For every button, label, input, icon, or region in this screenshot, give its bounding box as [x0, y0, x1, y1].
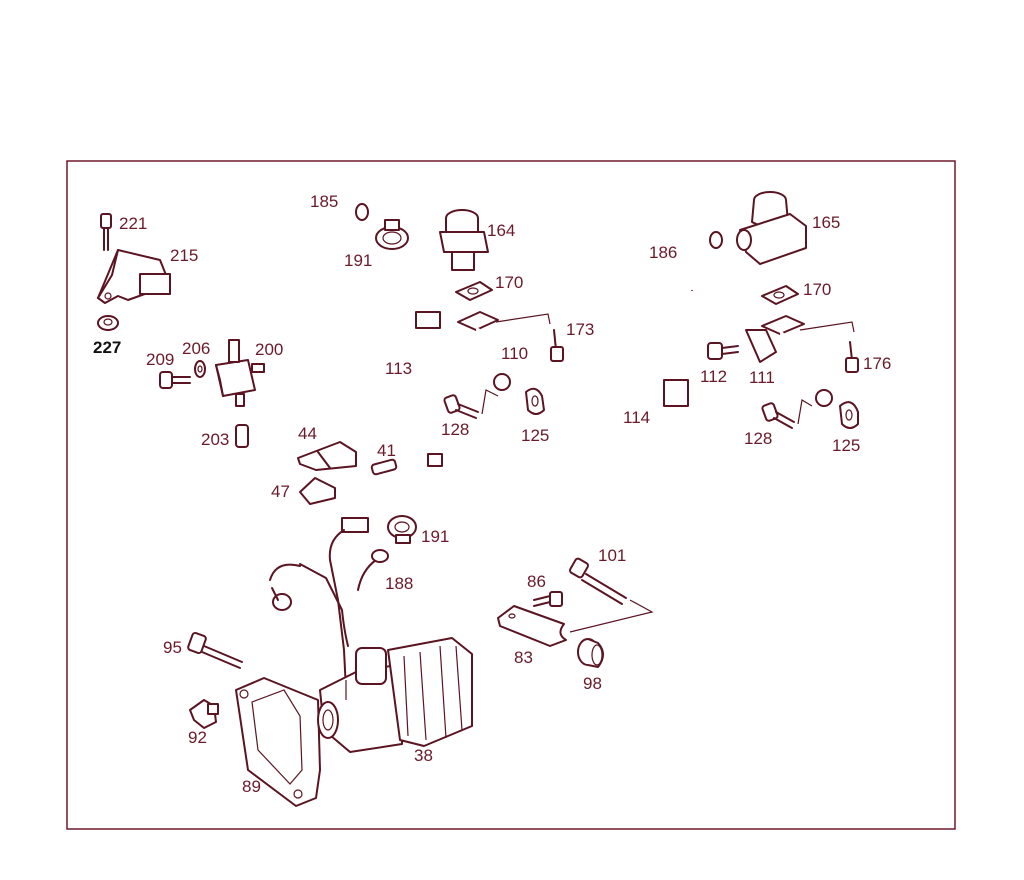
label-114[interactable]: 114 — [623, 408, 650, 427]
label-185[interactable]: 185 — [310, 192, 338, 211]
label-47[interactable]: 47 — [271, 482, 290, 501]
label-128-left[interactable]: 128 — [441, 420, 469, 439]
part-170-gasket-left[interactable] — [455, 281, 493, 301]
part-164-valve[interactable] — [439, 209, 489, 271]
label-170-right[interactable]: 170 — [803, 280, 831, 299]
diagram-frame — [66, 160, 956, 830]
label-86[interactable]: 86 — [527, 572, 546, 591]
part-125-gasket-right[interactable] — [839, 401, 859, 429]
part-203-plug[interactable] — [235, 424, 249, 448]
part-44-holder[interactable] — [297, 441, 357, 471]
label-38[interactable]: 38 — [414, 746, 433, 765]
label-164[interactable]: 164 — [487, 221, 515, 240]
label-83[interactable]: 83 — [514, 648, 533, 667]
part-111-pipe[interactable] — [745, 315, 855, 407]
label-227[interactable]: 227 — [93, 338, 121, 357]
part-113-pipe[interactable] — [406, 260, 443, 506]
part-92-connector[interactable] — [189, 699, 219, 729]
part-200-valve[interactable] — [215, 339, 265, 407]
part-221-bolt[interactable] — [100, 213, 112, 251]
label-188[interactable]: 188 — [385, 574, 413, 593]
part-89-heat-shield[interactable] — [235, 677, 321, 807]
label-203[interactable]: 203 — [201, 430, 229, 449]
part-165-valve[interactable] — [736, 191, 807, 265]
part-227-nut[interactable] — [97, 315, 119, 331]
part-128-bolt-left[interactable] — [443, 389, 499, 419]
label-101[interactable]: 101 — [598, 546, 626, 565]
label-173[interactable]: 173 — [566, 320, 594, 339]
part-38-air-pump[interactable] — [317, 637, 473, 753]
part-101-bolt[interactable] — [569, 557, 654, 633]
label-98[interactable]: 98 — [583, 674, 602, 693]
part-98-bushing[interactable] — [577, 638, 604, 668]
label-125-left[interactable]: 125 — [521, 426, 549, 445]
label-125-right[interactable]: 125 — [832, 436, 860, 455]
part-215-sensor[interactable] — [97, 249, 171, 304]
part-47-clip[interactable] — [299, 477, 336, 505]
part-128-bolt-right[interactable] — [761, 399, 813, 429]
part-191-clamp-lower[interactable] — [387, 515, 417, 544]
part-86-bolt[interactable] — [533, 591, 563, 607]
label-170-left[interactable]: 170 — [495, 273, 523, 292]
label-221[interactable]: 221 — [119, 214, 147, 233]
label-209[interactable]: 209 — [146, 350, 174, 369]
label-113[interactable]: 113 — [385, 359, 412, 378]
label-206[interactable]: 206 — [182, 339, 210, 358]
part-170-gasket-right[interactable] — [761, 285, 799, 305]
label-191-lower[interactable]: 191 — [421, 527, 449, 546]
label-215[interactable]: 215 — [170, 246, 198, 265]
part-206-washer[interactable] — [194, 360, 206, 378]
label-191-top[interactable]: 191 — [344, 251, 372, 270]
label-44[interactable]: 44 — [298, 424, 317, 443]
label-92[interactable]: 92 — [188, 728, 207, 747]
part-112-nut[interactable] — [707, 342, 739, 360]
label-128-right[interactable]: 128 — [744, 429, 772, 448]
part-185-hose[interactable] — [352, 186, 400, 221]
label-112[interactable]: 112 — [700, 367, 727, 386]
label-200[interactable]: 200 — [255, 340, 283, 359]
part-114-pipe[interactable] — [646, 314, 696, 498]
part-209-screw[interactable] — [159, 371, 191, 389]
label-111[interactable]: 111 — [749, 368, 775, 387]
label-95[interactable]: 95 — [163, 638, 182, 657]
part-110-pipe[interactable] — [457, 311, 551, 391]
label-165[interactable]: 165 — [812, 213, 840, 232]
label-110[interactable]: 110 — [501, 344, 528, 363]
part-186-hose[interactable] — [684, 231, 723, 291]
label-176[interactable]: 176 — [863, 354, 891, 373]
part-125-gasket-left[interactable] — [525, 387, 545, 415]
part-41-connector[interactable] — [370, 458, 398, 476]
label-89[interactable]: 89 — [242, 777, 261, 796]
label-41[interactable]: 41 — [377, 441, 396, 460]
part-176-bolt[interactable] — [845, 341, 859, 373]
part-83-bracket[interactable] — [497, 605, 567, 647]
part-173-bolt[interactable] — [550, 329, 564, 362]
part-191-clamp-top[interactable] — [375, 219, 409, 250]
part-188-wire-harness[interactable] — [269, 517, 389, 691]
label-186[interactable]: 186 — [649, 243, 677, 262]
part-95-bolt[interactable] — [187, 631, 243, 669]
